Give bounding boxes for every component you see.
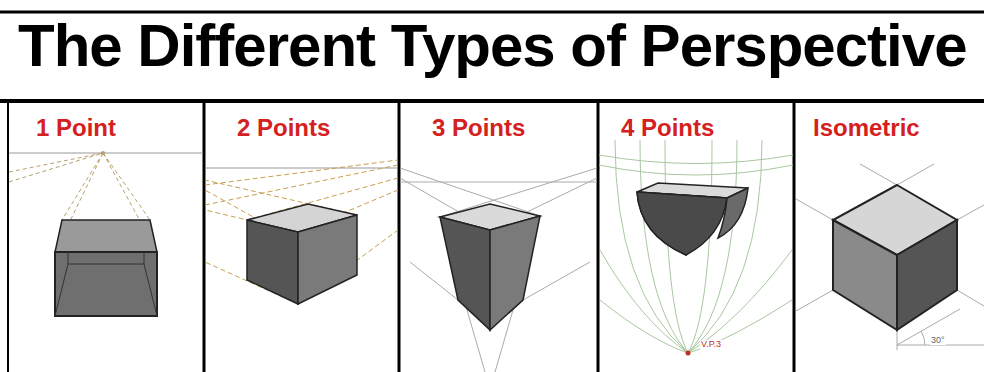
panel-heading: 1 Point — [36, 115, 116, 141]
panel-heading: 3 Points — [432, 115, 525, 141]
panel-heading: 2 Points — [237, 115, 330, 141]
panel-heading: 4 Points — [621, 115, 714, 141]
perspective-panel: 4 Points — [599, 103, 793, 372]
perspective-panel: 2 Points — [205, 103, 398, 372]
page-title: The Different Types of Perspective — [18, 16, 967, 76]
perspective-panel: 1 Point — [9, 103, 203, 372]
panel-heading: Isometric — [813, 115, 920, 141]
perspective-panel: 3 Points — [400, 103, 597, 372]
figure-label: V.P.3 — [700, 340, 722, 349]
perspective-panel: Isometric — [795, 103, 984, 372]
figure-label: 30° — [930, 336, 946, 345]
